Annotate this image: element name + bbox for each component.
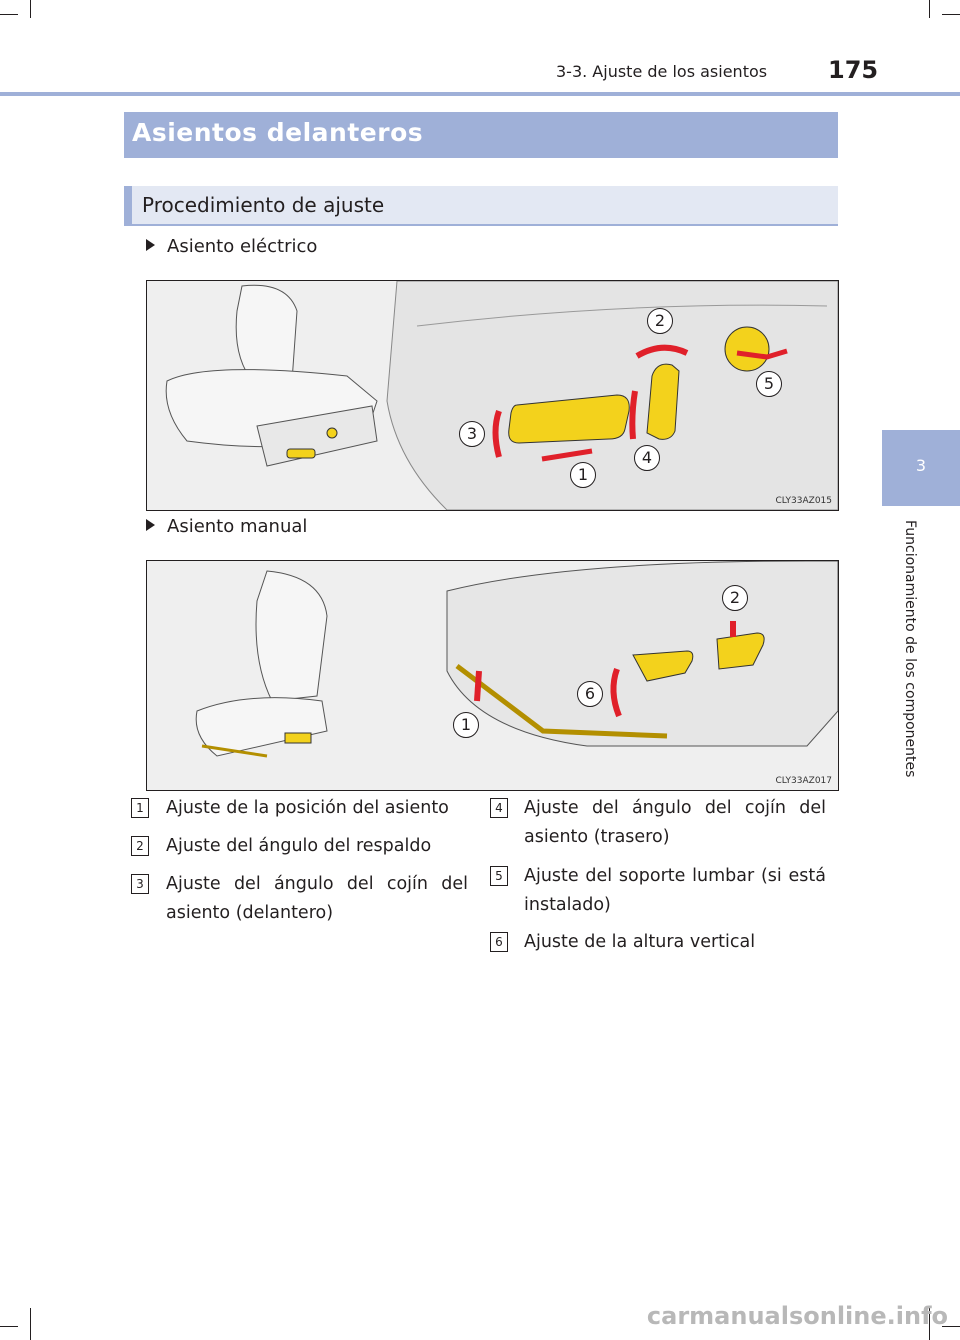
triangle-bullet-icon: [146, 519, 155, 531]
callout-3: 3: [459, 421, 485, 447]
callout-2: 2: [722, 585, 748, 611]
caption-number-icon: 3: [131, 874, 149, 894]
caption-number-icon: 6: [490, 932, 508, 952]
subtitle: Procedimiento de ajuste: [142, 193, 385, 217]
caption-number-icon: 4: [490, 798, 508, 818]
figure-code: CLY33AZ015: [775, 496, 832, 506]
crop-mark: [30, 1308, 31, 1340]
subtitle-marker: [124, 186, 132, 224]
caption-text: Ajuste de la posición del asiento: [166, 798, 449, 818]
caption-text: Ajuste del ángulo del respaldo: [166, 836, 432, 856]
caption-number-icon: 1: [131, 798, 149, 818]
title-bar: [124, 112, 838, 158]
callout-1: 1: [570, 462, 596, 488]
watermark: carmanualsonline.info: [646, 1302, 948, 1330]
bullet-power-seat: Asiento eléctrico: [146, 236, 317, 257]
caption-number-icon: 2: [131, 836, 149, 856]
callout-6: 6: [577, 681, 603, 707]
caption-text: Ajuste del ángulo del cojín del asiento …: [524, 798, 826, 847]
crop-mark: [0, 14, 18, 15]
bullet-manual-seat: Asiento manual: [146, 516, 307, 537]
page-title: Asientos delanteros: [132, 118, 424, 147]
page-number: 175: [828, 56, 879, 84]
caption-text: Ajuste del ángulo del cojín del asiento …: [166, 874, 468, 923]
crop-mark: [929, 1308, 930, 1340]
triangle-bullet-icon: [146, 239, 155, 251]
crop-mark: [929, 0, 930, 18]
figure-power-seat: CLY33AZ015: [146, 280, 839, 511]
callout-5: 5: [756, 371, 782, 397]
bullet-label: Asiento manual: [167, 516, 308, 537]
chapter-number: 3: [915, 456, 927, 475]
caption-text: Ajuste del soporte lumbar (si está insta…: [524, 866, 826, 915]
chapter-tab: 3: [882, 430, 960, 506]
callout-4: 4: [634, 445, 660, 471]
crop-mark: [30, 0, 31, 18]
header-rule: [0, 92, 960, 96]
subtitle-bar: [124, 186, 838, 226]
header-section-title: 3-3. Ajuste de los asientos: [556, 62, 768, 81]
crop-mark: [942, 1326, 960, 1327]
crop-mark: [942, 14, 960, 15]
chapter-title: Funcionamiento de los componentes: [902, 520, 918, 778]
crop-mark: [0, 1326, 18, 1327]
caption-text: Ajuste de la altura vertical: [524, 932, 756, 952]
caption-number-icon: 5: [490, 866, 508, 886]
callout-1: 1: [453, 712, 479, 738]
figure-code: CLY33AZ017: [775, 776, 832, 786]
power-seat-illustration: [147, 281, 838, 510]
bullet-label: Asiento eléctrico: [167, 236, 318, 257]
callout-2: 2: [647, 308, 673, 334]
